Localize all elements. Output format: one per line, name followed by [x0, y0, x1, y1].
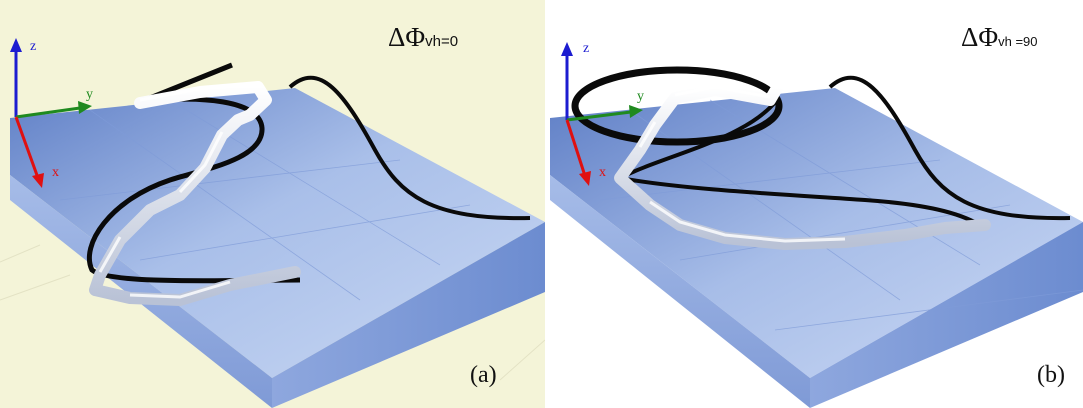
panel-a-title-main: ΔΦ [388, 22, 426, 52]
slab-right-side [810, 222, 1083, 408]
axis-label-y: y [637, 89, 644, 104]
panel-b: z y x ΔΦvh =90 (b) [545, 0, 1083, 408]
slab-front-side [550, 175, 810, 408]
trajectory-ribbon [86, 62, 301, 284]
axis-label-x: x [52, 165, 59, 180]
panel-b-label: (b) [1037, 362, 1065, 388]
panel-a-label: (a) [470, 362, 497, 388]
axis-gizmo: z y x [561, 41, 644, 186]
axis-label-z: z [583, 41, 589, 56]
axis-gizmo: z y x [10, 38, 93, 188]
panel-a-title-sub: vh=0 [425, 33, 459, 50]
slab-top-surface [10, 88, 545, 378]
trajectory-ribbon [613, 98, 987, 230]
axis-label-z: z [30, 39, 36, 54]
panel-b-title-sub: vh =90 [998, 34, 1038, 49]
panel-a-scene: z y x [0, 38, 545, 408]
floor-grid [0, 244, 545, 381]
axis-label-x: x [599, 165, 606, 180]
trajectory-curve [828, 75, 1071, 221]
panel-a-title: ΔΦvh=0 [388, 22, 458, 53]
panel-b-title-main: ΔΦ [961, 22, 999, 52]
trajectory-loop [571, 66, 783, 146]
slab-front-side [10, 175, 272, 408]
trajectory-curve [288, 75, 531, 221]
snake-robot-highlight [638, 85, 846, 243]
panel-b-scene: z y x [550, 41, 1083, 408]
slab-right-side [272, 222, 545, 408]
snake-robot-body [89, 81, 301, 306]
panel-a: z y x ΔΦvh=0 (a) [0, 0, 545, 408]
snake-robot-highlight [98, 82, 259, 299]
panel-b-title: ΔΦvh =90 [961, 22, 1038, 53]
snake-robot-body [614, 82, 991, 250]
axis-label-y: y [86, 87, 93, 102]
slab-grid [59, 99, 471, 301]
slab-top-surface [550, 88, 1083, 378]
